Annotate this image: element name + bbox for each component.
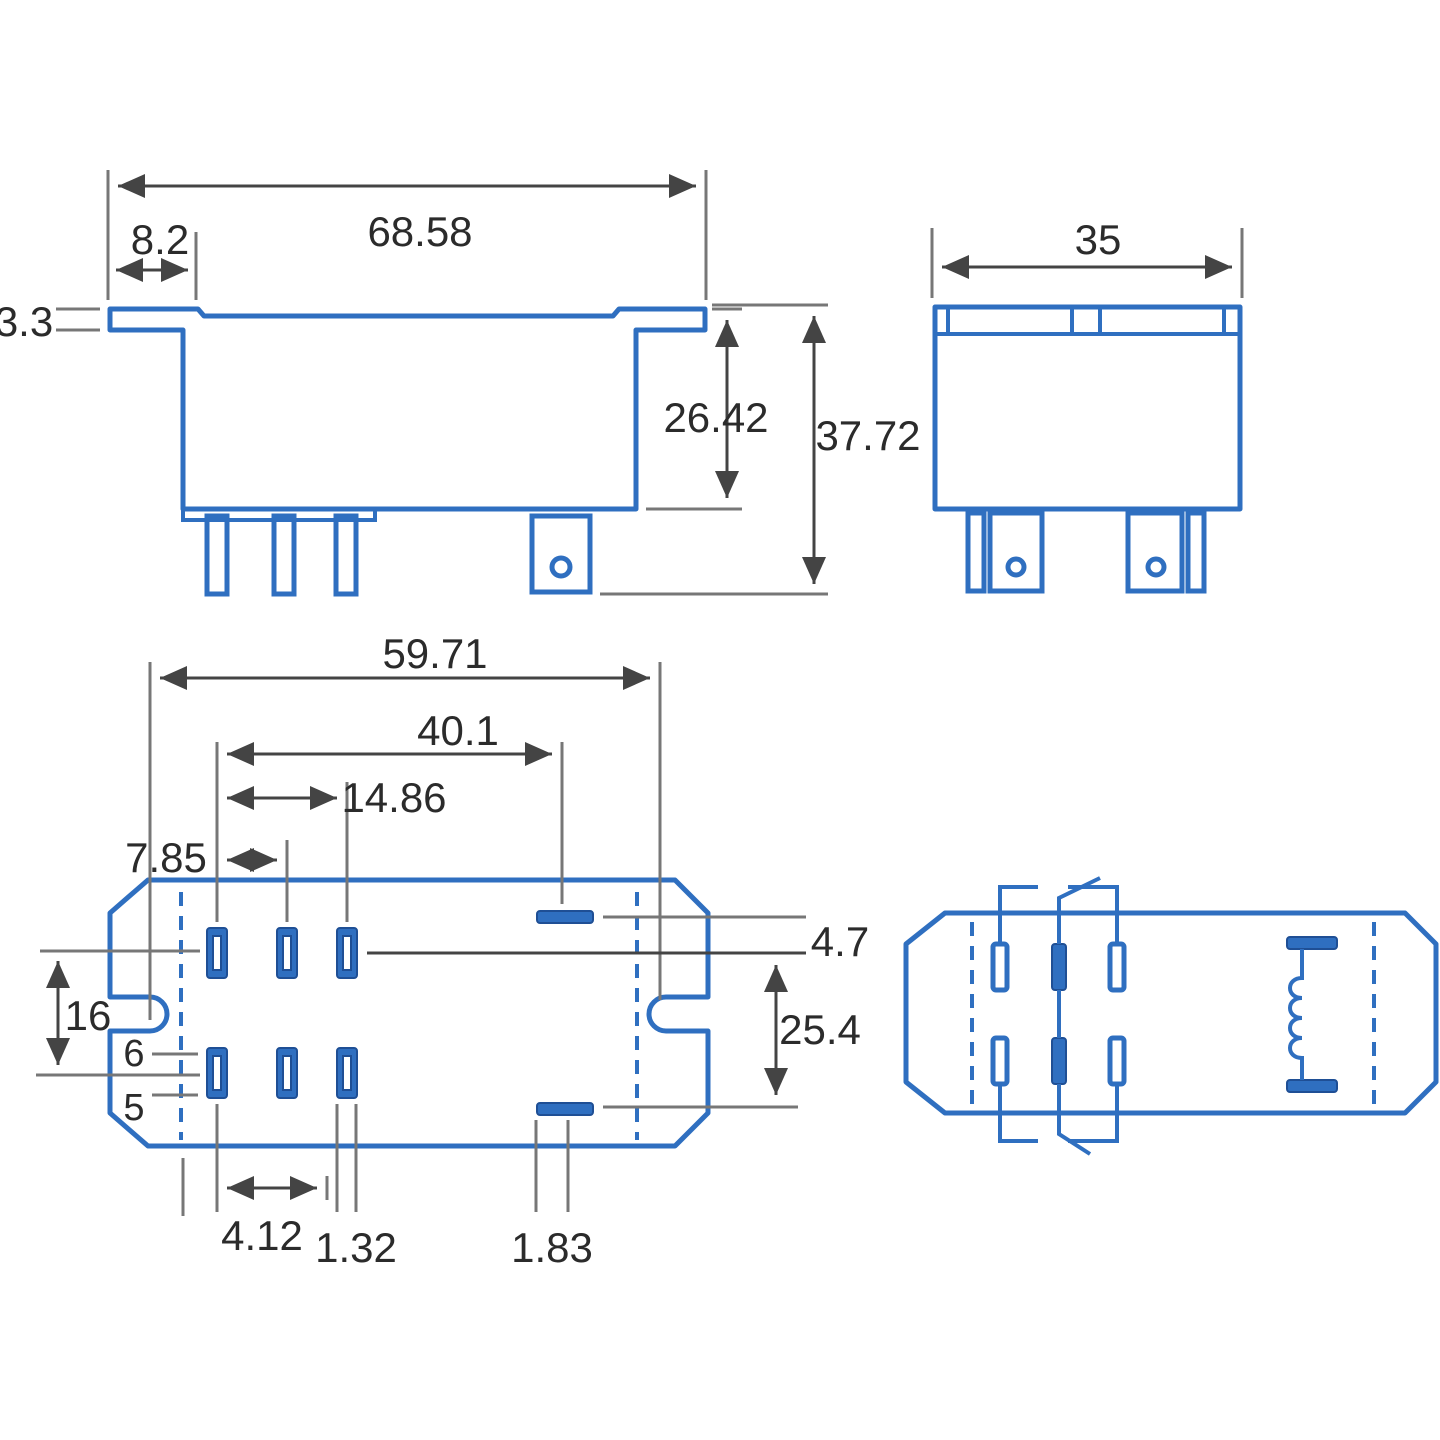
pin-number-6: 6 [123, 1033, 144, 1075]
front-pin-1 [204, 513, 230, 597]
side-view-body-outline [932, 304, 1243, 512]
front-tab-hole [549, 555, 573, 579]
side-tab-right-hole [1145, 556, 1167, 578]
front-quick-connect-tab [529, 513, 593, 595]
side-pin-right [1185, 510, 1207, 594]
schematic-contact-2 [1051, 943, 1067, 991]
dim-pin-thickness: 1.32 [315, 1224, 397, 1271]
schematic-lead-4 [998, 1084, 1038, 1143]
dim-overall-length: 68.58 [367, 208, 472, 255]
schematic-body-outline [903, 910, 1439, 1116]
schematic-switch-arm-bottom [1057, 1084, 1092, 1156]
tab-slot-top [536, 910, 594, 924]
side-pin-left [965, 510, 987, 594]
side-view: 35 [930, 216, 1244, 594]
front-pin-base [181, 509, 377, 522]
dim-pin-pitch-small: 4.12 [221, 1212, 303, 1259]
dim-terminal-span: 40.1 [417, 707, 499, 754]
front-pin-3 [333, 513, 359, 597]
dim-total-height: 37.72 [815, 412, 920, 459]
dim-tab-thickness: 1.83 [511, 1224, 593, 1271]
pin-number-5: 5 [123, 1087, 144, 1129]
schematic-contact-4 [990, 1035, 1010, 1087]
side-tab-right [1125, 510, 1185, 594]
coil-terminal-top [1286, 936, 1338, 950]
bottom-view-body-outline [107, 877, 711, 1149]
dim-side-width: 35 [1075, 216, 1122, 263]
front-view: 68.58 8.2 3.3 26.42 37.72 [0, 170, 921, 597]
dim-row-spacing: 16 [65, 992, 112, 1039]
bottom-view: 59.71 40.1 14.86 7.85 4.7 25.4 16 6 5 [36, 630, 869, 1271]
coil-icon [1288, 949, 1304, 1080]
dim-tab-row-spacing: 25.4 [779, 1006, 861, 1053]
coil-terminal-bottom [1286, 1079, 1338, 1093]
side-tab-left [987, 510, 1045, 594]
dim-mount-hole-spacing: 59.71 [382, 630, 487, 677]
schematic-contact-5 [1051, 1037, 1067, 1085]
wiring-schematic [903, 876, 1439, 1156]
dim-flange-width: 8.2 [131, 216, 189, 263]
dim-pin-pitch-one: 7.85 [125, 834, 207, 881]
schematic-contact-6 [1107, 1035, 1127, 1087]
front-pin-2 [271, 513, 297, 597]
schematic-contact-1 [990, 941, 1010, 993]
dim-pin-offset: 4.7 [811, 918, 869, 965]
dim-body-height: 26.42 [663, 394, 768, 441]
schematic-switch-arm-top [1057, 876, 1101, 944]
side-tab-left-hole [1005, 556, 1027, 578]
schematic-lead-1 [998, 885, 1038, 944]
schematic-contact-3 [1107, 941, 1127, 993]
dim-flange-thickness: 3.3 [0, 298, 53, 345]
dim-pin-pitch-two: 14.86 [341, 774, 446, 821]
front-view-body-outline [107, 306, 708, 512]
tab-slot-bottom [536, 1102, 594, 1116]
